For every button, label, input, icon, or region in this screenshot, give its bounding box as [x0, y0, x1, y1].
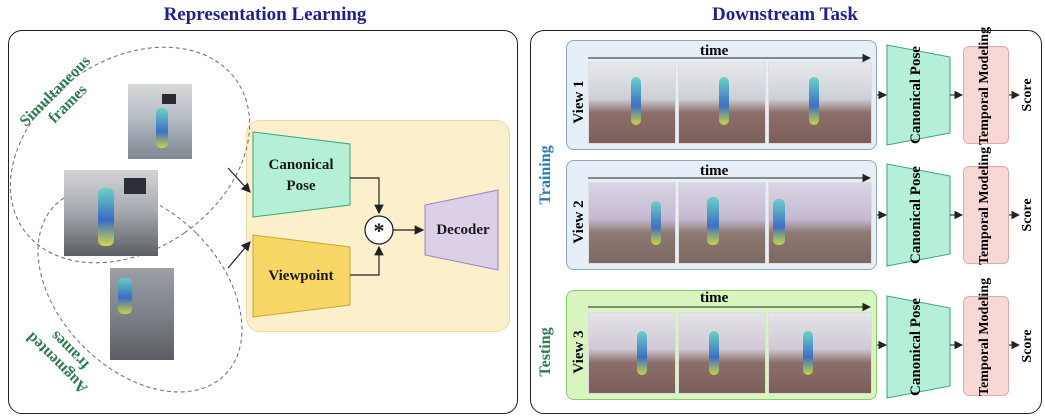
- canonical-pose-label: Canonical Pose: [908, 166, 924, 264]
- arrow-icon: [350, 245, 384, 276]
- viewpoint-shape: [252, 234, 351, 318]
- human-figure-icon: [803, 331, 813, 375]
- canonical-pose-label: Canonical Pose: [908, 298, 924, 396]
- simultaneous-ellipse: [9, 46, 251, 264]
- decoder-label: Decoder: [436, 222, 490, 238]
- canonical-pose-shape: [252, 131, 351, 218]
- human-figure-icon: [118, 278, 132, 314]
- canonical-pose-label: Canonical Pose: [268, 157, 334, 194]
- viewpoint-label: Viewpoint: [268, 268, 334, 284]
- video-frame: [768, 312, 872, 394]
- time-label: time: [700, 163, 729, 179]
- video-frame: [678, 182, 766, 264]
- simultaneous-frame-2: [64, 170, 158, 256]
- human-figure-icon: [651, 201, 661, 245]
- human-figure-icon: [709, 331, 719, 375]
- temporal-modeling-label: Temporal Modeling: [977, 26, 992, 145]
- arrow-icon: [350, 177, 384, 215]
- augmented-frame: [110, 268, 174, 360]
- time-label: time: [700, 43, 729, 59]
- human-figure-icon: [707, 197, 719, 245]
- video-frame: [588, 312, 676, 394]
- human-figure-icon: [719, 77, 729, 125]
- arrow-icon: [227, 167, 251, 193]
- video-frame: [768, 182, 872, 264]
- video-frame: [678, 62, 766, 144]
- canonical-pose-shape: [886, 44, 951, 146]
- temporal-modeling-label: Temporal Modeling: [977, 277, 992, 396]
- left-panel-title: Representation Learning: [163, 4, 367, 25]
- score-label: Score: [1020, 78, 1035, 112]
- temporal-modeling-box: [963, 166, 1009, 264]
- video-frame: [588, 62, 676, 144]
- human-figure-icon: [631, 77, 641, 125]
- temporal-modeling-box: [963, 296, 1009, 396]
- operator-symbol: *: [373, 218, 385, 243]
- canonical-pose-shape: [886, 295, 951, 399]
- video-frame: [678, 312, 766, 394]
- arrow-icon: [227, 241, 251, 269]
- human-figure-icon: [809, 77, 819, 125]
- human-figure-icon: [156, 108, 168, 148]
- canonical-pose-shape: [886, 163, 951, 267]
- temporal-modeling-label: Temporal Modeling: [977, 146, 992, 265]
- temporal-modeling-box: [963, 46, 1009, 144]
- video-frame: [588, 182, 676, 264]
- canonical-pose-label: Canonical Pose: [908, 46, 924, 144]
- time-label: time: [700, 290, 729, 306]
- score-label: Score: [1020, 198, 1035, 232]
- right-panel-title: Downstream Task: [712, 4, 858, 25]
- video-frame: [768, 62, 872, 144]
- score-label: Score: [1020, 329, 1035, 363]
- human-figure-icon: [637, 331, 647, 375]
- simultaneous-frame-1: [128, 84, 192, 159]
- human-figure-icon: [98, 188, 114, 246]
- augmented-ellipse: [37, 187, 243, 393]
- decoder-shape: [424, 189, 499, 271]
- human-figure-icon: [773, 199, 785, 245]
